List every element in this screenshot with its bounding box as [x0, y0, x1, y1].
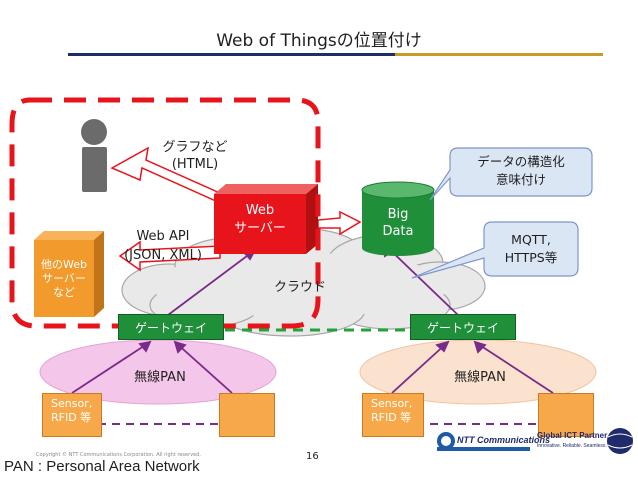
sensor-right-line2: RFID 等 — [371, 411, 412, 424]
semantic-callout-text: データの構造化 意味付け — [450, 153, 592, 189]
connection-lines — [167, 244, 459, 316]
other-server-label-line3: など — [53, 286, 75, 299]
ntt-logo-mark — [437, 432, 530, 451]
mqtt-callout-text: MQTT, HTTPS等 — [484, 231, 578, 267]
semantic-callout-line2: 意味付け — [495, 172, 546, 187]
big-data-label: Big Data — [362, 206, 434, 240]
pan-definition: PAN : Personal Area Network — [4, 458, 200, 475]
device-left — [219, 393, 275, 437]
gateway-left: ゲートウェイ — [118, 314, 224, 340]
partner-line1: Global ICT Partner — [537, 431, 608, 440]
partner-line2: Innovative. Reliable. Seamless. — [537, 443, 607, 449]
gateway-right: ゲートウェイ — [410, 314, 516, 340]
ntt-logo-text: NTT Communications — [457, 435, 551, 445]
web-server-label-line1: Web — [245, 203, 275, 218]
mqtt-callout-shape — [411, 221, 579, 279]
cloud-label: クラウド — [273, 280, 326, 295]
big-data-label-line1: Big — [387, 207, 409, 222]
big-data-label-line2: Data — [382, 224, 414, 239]
pan-right-label: 無線PAN — [454, 370, 506, 385]
semantic-callout-line1: データの構造化 — [477, 154, 565, 169]
copyright-text: Copyright © NTT Communications Corporati… — [36, 452, 201, 458]
other-server-label: 他のWeb サーバー など — [34, 258, 94, 300]
mqtt-callout-line2: HTTPS等 — [504, 250, 558, 265]
cloud-fill — [150, 253, 450, 317]
semantic-callout-shape — [429, 147, 593, 201]
mqtt-callout-line1: MQTT, — [511, 232, 551, 247]
sensor-right-line1: Sensor, — [371, 397, 413, 410]
html-label: (HTML) — [171, 157, 219, 172]
globe-icon — [607, 428, 633, 454]
title-rule-accent — [395, 53, 603, 56]
sensor-left: Sensor, RFID 等 — [42, 393, 102, 437]
graph-label: グラフなど — [162, 140, 228, 155]
web-server-label: Web サーバー — [214, 202, 306, 238]
pan-arrows — [71, 243, 554, 394]
title-rule — [68, 53, 603, 56]
other-server-box — [34, 231, 104, 317]
other-server-label-line1: 他のWeb — [41, 258, 87, 271]
json-xml-label: (JSON, XML) — [124, 248, 202, 263]
sensor-left-line1: Sensor, — [51, 397, 93, 410]
big-data-cylinder — [361, 181, 435, 256]
pan-left-ellipse — [39, 339, 277, 405]
page-number: 16 — [306, 451, 319, 462]
sensor-left-line2: RFID 等 — [51, 411, 92, 424]
sensor-right: Sensor, RFID 等 — [362, 393, 424, 437]
pan-left-label: 無線PAN — [134, 370, 186, 385]
other-server-label-line2: サーバー — [42, 272, 86, 285]
red-dashed-region — [9, 97, 321, 329]
pan-right-ellipse — [359, 339, 597, 405]
web-server-box — [214, 184, 318, 254]
device-right — [538, 393, 594, 437]
web-server-label-line2: サーバー — [234, 221, 286, 236]
white-arrows — [110, 146, 362, 272]
person-icon — [81, 119, 107, 192]
slide-title: Web of Thingsの位置付け — [216, 31, 422, 51]
web-api-label: Web API — [136, 229, 190, 244]
